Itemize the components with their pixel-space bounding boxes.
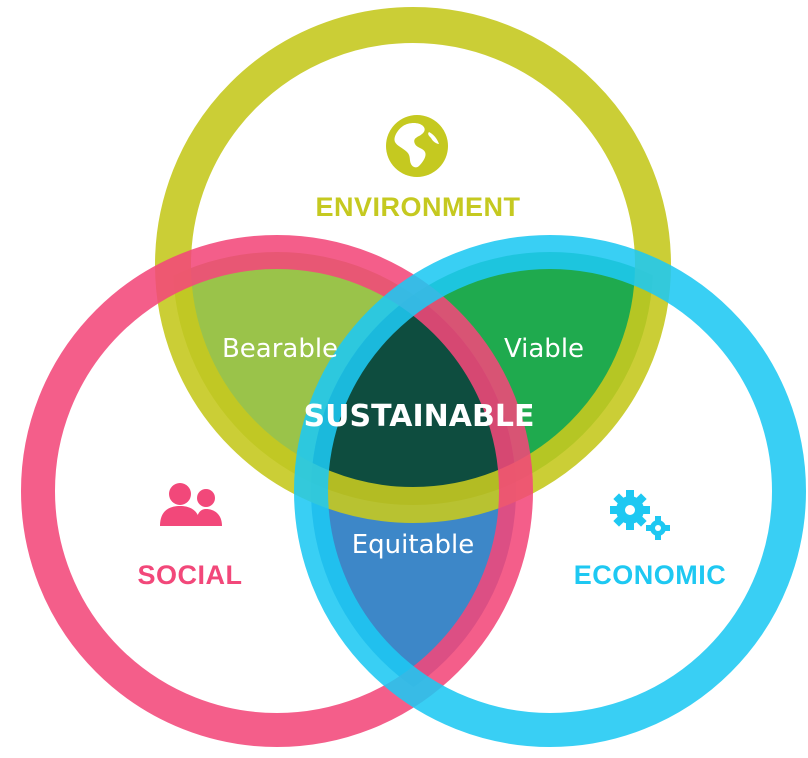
social-ring xyxy=(21,235,533,747)
sustainable-region xyxy=(311,252,516,505)
economic-ring xyxy=(294,235,806,747)
environment-label: ENVIRONMENT xyxy=(315,192,520,222)
sustainable-label: SUSTAINABLE xyxy=(304,399,535,434)
viable-label: Viable xyxy=(504,334,584,364)
globe-icon xyxy=(386,115,448,177)
bearable-label: Bearable xyxy=(222,334,338,364)
gears-icon xyxy=(610,490,670,540)
people-icon xyxy=(160,483,222,526)
equitable-label: Equitable xyxy=(352,530,474,560)
social-label: SOCIAL xyxy=(137,560,242,590)
economic-label: ECONOMIC xyxy=(574,560,727,590)
